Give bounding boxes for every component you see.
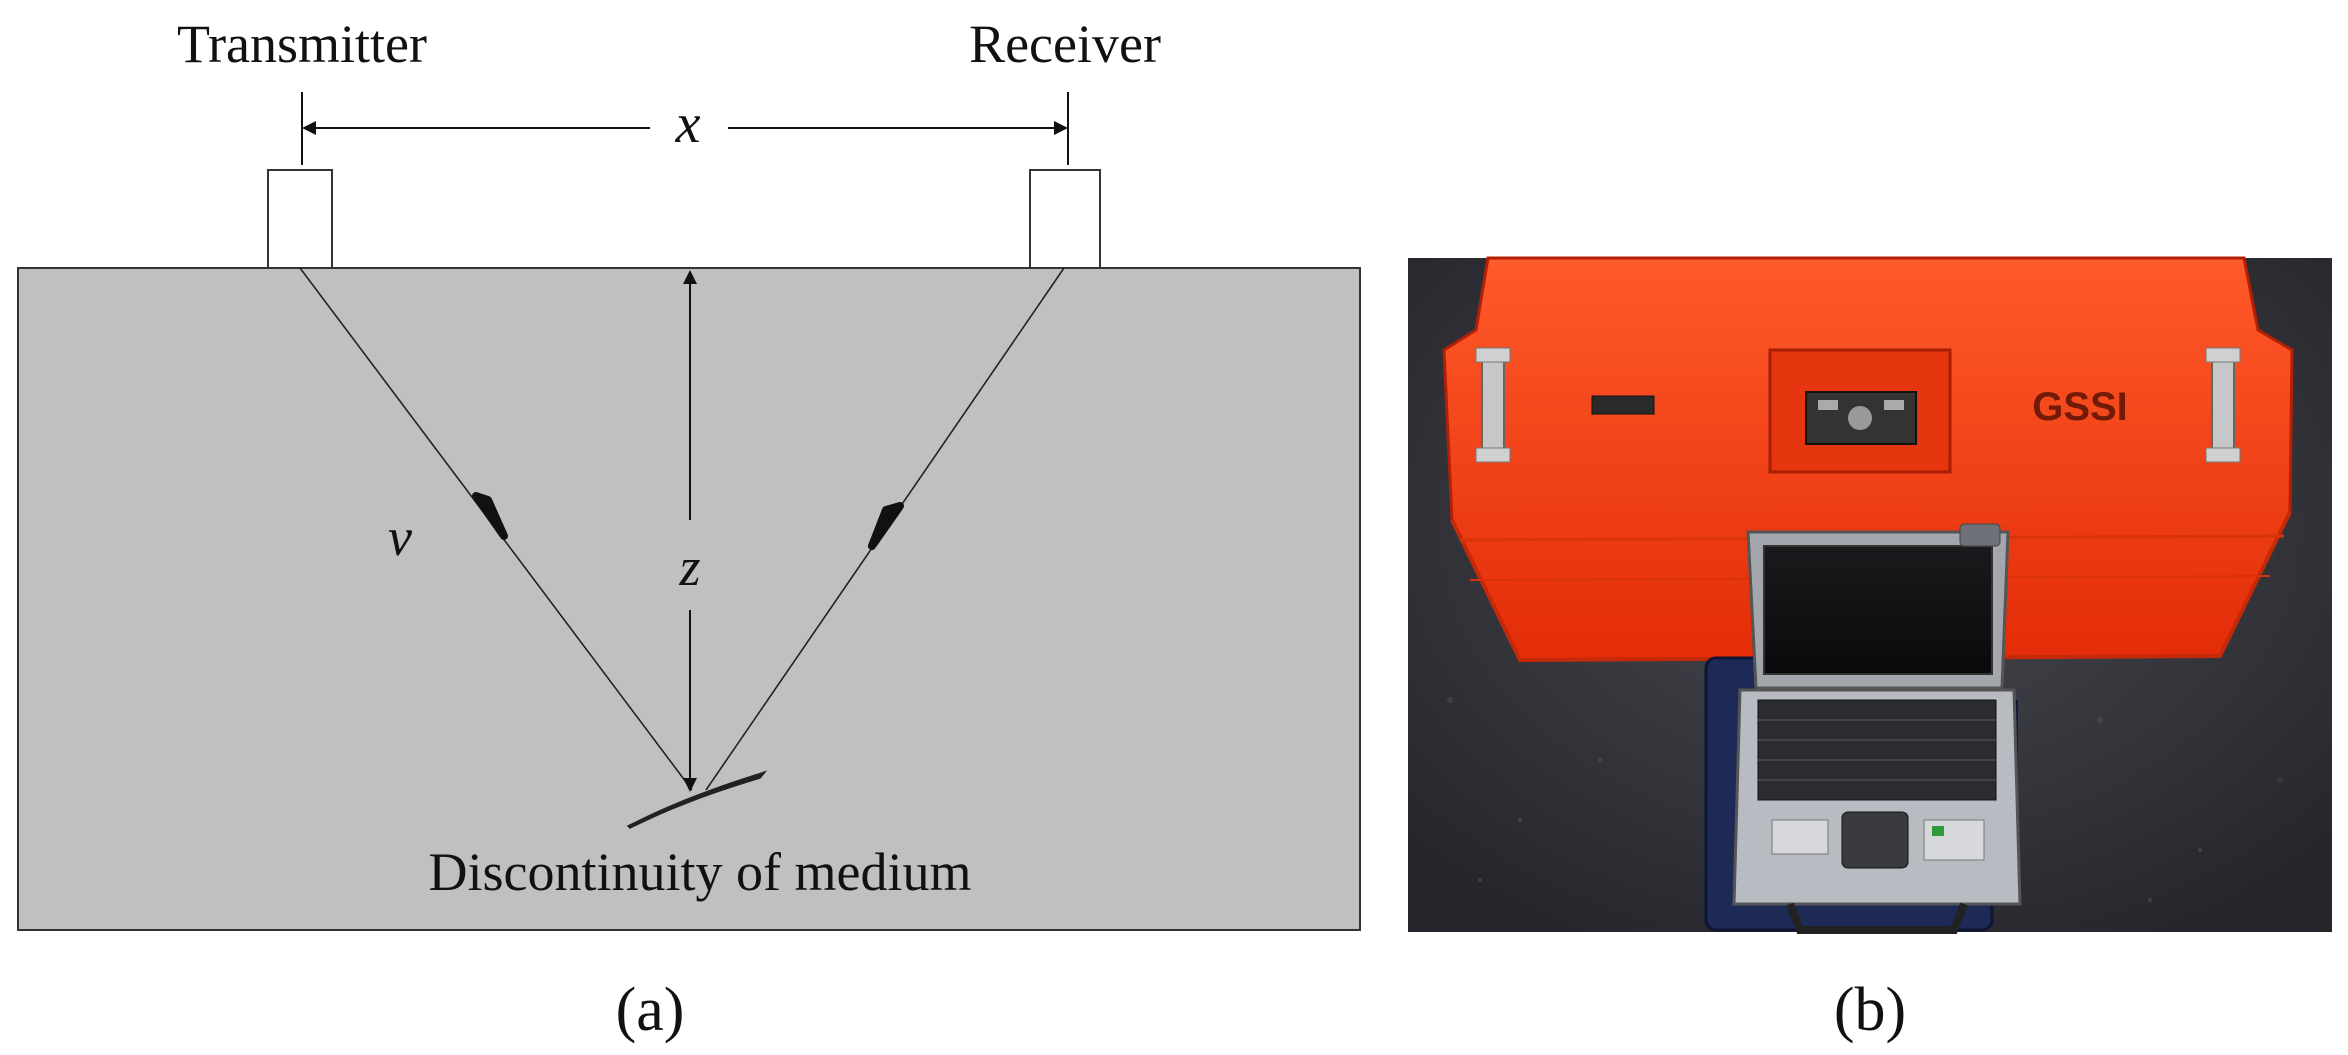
receiver-label: Receiver [969,14,1161,74]
reflector-line [627,771,766,827]
ground-texture [1447,697,2283,902]
reflected-ray-arrow [868,502,904,550]
touchpad [1841,811,1909,869]
keyboard [1757,699,1997,801]
left-handle-icon [1481,351,1505,457]
serial-label [1591,395,1655,415]
laptop-handle [1786,902,1968,934]
velocity-symbol: v [388,507,412,567]
incident-ray-arrow [472,492,508,540]
reflector-label: Discontinuity of medium [429,842,972,902]
gpr-antenna-icon: GSSI [1442,256,2294,663]
right-handle-icon [2211,351,2235,457]
transmitter-label: Transmitter [177,14,427,74]
caption-a: (a) [616,976,685,1044]
panel-a-schematic: Transmitter Receiver x z v Discontinuity… [17,14,1361,1044]
distance-symbol: x [675,93,701,155]
brand-mark: GSSI [2032,385,2128,429]
rugged-laptop-icon [1732,523,2022,934]
transmitter-antenna [267,169,333,269]
caption-b: (b) [1834,976,1906,1044]
panel-b-photo: GSSI [1408,256,2332,1044]
depth-symbol: z [678,537,700,597]
receiver-antenna [1029,169,1101,269]
